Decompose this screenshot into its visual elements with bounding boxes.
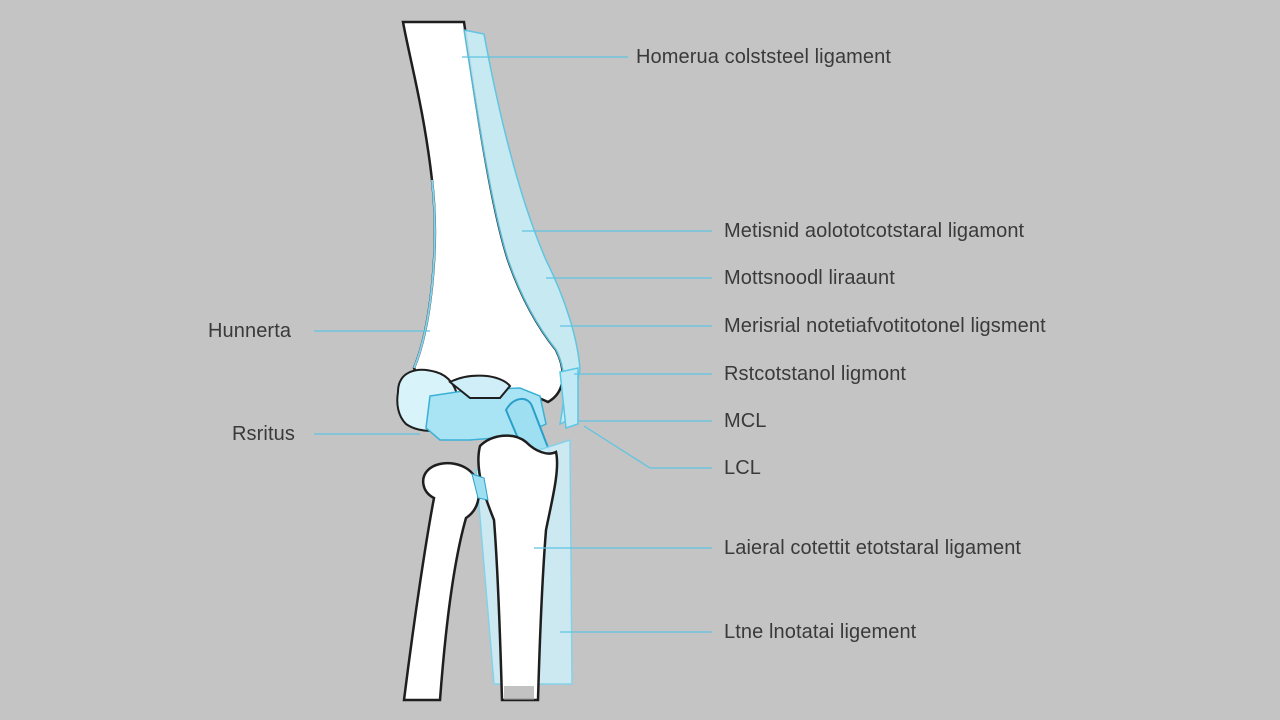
label-left-2: Rsritus: [232, 423, 295, 445]
shaft-shadow: [504, 686, 534, 700]
tibia-bone: [477, 434, 559, 702]
femur-left-outline: [413, 179, 436, 369]
patellar-tendon-accent: [471, 473, 489, 501]
label-right-1: Homerua colststeel ligament: [636, 46, 892, 68]
label-right-2: Metisnid aolototcotstaral ligamont: [724, 220, 1025, 242]
label-right-3: Mottsnoodl liraaunt: [724, 267, 895, 289]
label-right-4: Merisrial notetiafvotitotonel ligsment: [724, 315, 1046, 337]
label-right-8: Laieral cotettit etotstaral ligament: [724, 537, 1022, 559]
leader-line-7: [583, 425, 712, 469]
label-right-5: Rstcotstanol ligmont: [724, 363, 907, 385]
leader-lines: [314, 56, 712, 633]
label-left-1: Hunnerta: [208, 320, 292, 342]
label-right-6: MCL: [724, 410, 767, 432]
label-right-7: LCL: [724, 457, 761, 479]
meniscus-front: [448, 374, 512, 399]
label-right-9: Ltne lnotatai ligement: [724, 621, 917, 643]
fibula-bone: [402, 462, 480, 702]
joint-ligament-right: [559, 367, 579, 430]
